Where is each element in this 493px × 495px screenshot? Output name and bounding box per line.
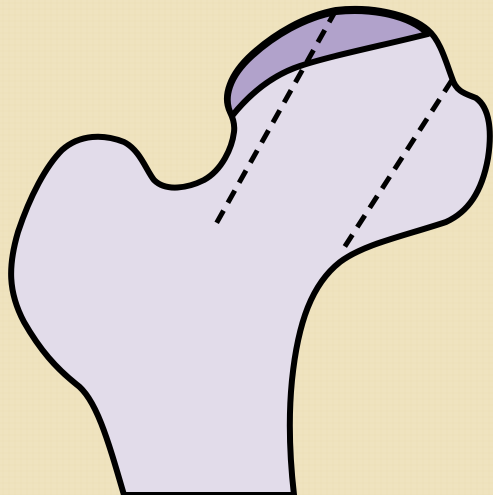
femur-diagram — [0, 0, 493, 495]
femur-illustration-svg — [0, 0, 493, 495]
